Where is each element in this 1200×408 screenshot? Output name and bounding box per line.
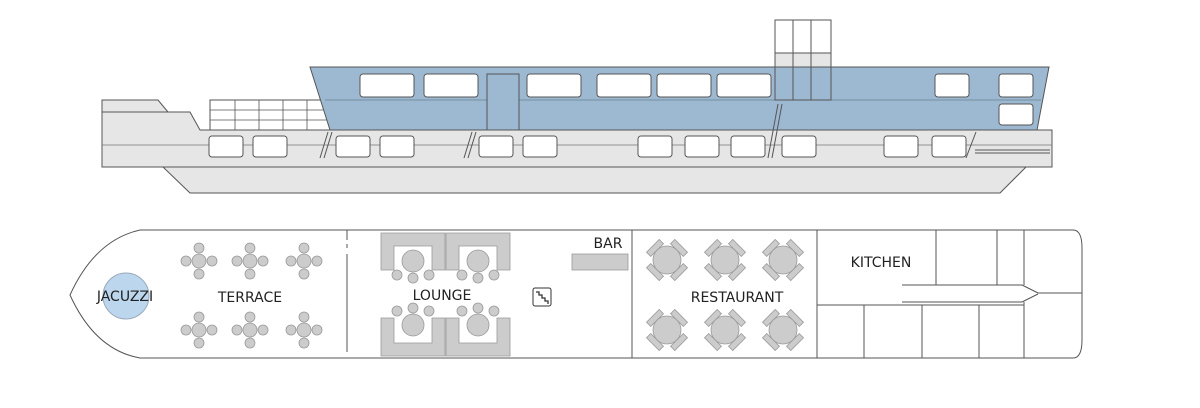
terrace-tables xyxy=(180,242,323,349)
bar-counter xyxy=(571,253,629,271)
label-restaurant: RESTAURANT xyxy=(691,290,784,306)
kitchen-partitions xyxy=(817,230,1082,358)
deck-plan: JACUZZI TERRACE LOUNGE BAR RESTAURANT KI… xyxy=(69,229,1083,359)
lounge-seating xyxy=(380,232,511,357)
upper-deck-windows xyxy=(359,73,1034,126)
restaurant-table xyxy=(703,308,747,352)
lounge-sofa xyxy=(380,232,446,284)
terrace-table xyxy=(231,311,269,349)
jacuzzi-pool xyxy=(102,272,150,320)
restaurant-table xyxy=(645,308,689,352)
label-terrace: TERRACE xyxy=(217,290,282,306)
lounge-sofa xyxy=(445,232,511,284)
upper-deck-door xyxy=(486,73,520,131)
lounge-sofa xyxy=(445,302,511,357)
label-kitchen: KITCHEN xyxy=(851,255,912,271)
restaurant-table xyxy=(761,238,805,282)
restaurant-tables xyxy=(645,238,805,352)
hull-windows xyxy=(208,135,967,158)
terrace-railing xyxy=(209,99,332,131)
label-jacuzzi: JACUZZI xyxy=(96,289,153,305)
terrace-table xyxy=(285,242,323,280)
terrace-table xyxy=(180,242,218,280)
terrace-table xyxy=(180,311,218,349)
restaurant-table xyxy=(645,238,689,282)
deck-outline xyxy=(69,229,1083,359)
terrace-table xyxy=(285,311,323,349)
restaurant-table xyxy=(703,238,747,282)
label-bar: BAR xyxy=(594,236,623,252)
restaurant-table xyxy=(761,308,805,352)
ship-side-view xyxy=(101,19,1053,194)
hull-bottom xyxy=(161,166,1028,194)
bow-ramp xyxy=(101,99,170,113)
wheelhouse xyxy=(774,19,832,101)
stairs-icon xyxy=(532,287,552,307)
label-lounge: LOUNGE xyxy=(413,288,472,304)
terrace-table xyxy=(231,242,269,280)
lounge-sofa xyxy=(380,302,446,357)
